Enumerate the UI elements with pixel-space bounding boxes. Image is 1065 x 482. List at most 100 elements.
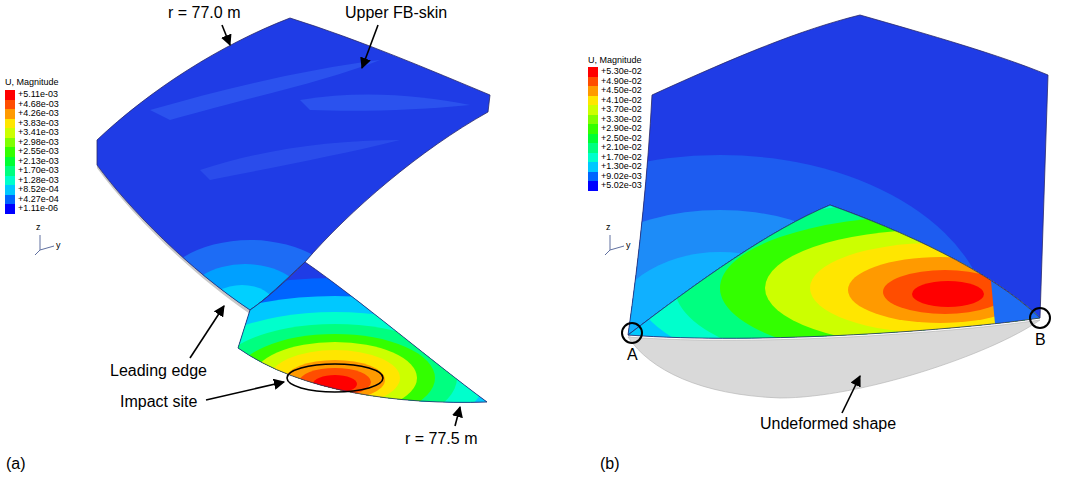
- legend-row: +4.10e-02: [588, 96, 642, 106]
- legend-row: +2.98e-03: [5, 138, 59, 148]
- axis-label: y: [626, 240, 631, 250]
- legend-swatch: [588, 172, 598, 182]
- legend-row: +4.26e-03: [5, 109, 59, 119]
- legend-value: +1.70e-03: [18, 166, 59, 176]
- legend-swatch: [588, 67, 598, 77]
- legend-value: +1.28e-03: [18, 176, 59, 186]
- leader-arrow: [190, 306, 224, 358]
- panel-b-blade: [450, 10, 1065, 482]
- legend-value: +1.70e-02: [601, 153, 642, 163]
- legend-value: +2.10e-02: [601, 143, 642, 153]
- legend-swatch: [588, 96, 598, 106]
- legend-value: +2.55e-03: [18, 147, 59, 157]
- leader-arrows-a: [190, 25, 460, 426]
- legend-value: +3.30e-02: [601, 115, 642, 125]
- legend-value: +5.30e-02: [601, 67, 642, 77]
- legend-row: +4.27e-04: [5, 195, 59, 205]
- legend-swatch: [5, 138, 15, 148]
- legend-row: +3.70e-02: [588, 105, 642, 115]
- legend-row: +1.30e-02: [588, 162, 642, 172]
- legend-swatch: [588, 124, 598, 134]
- legend-swatch: [5, 166, 15, 176]
- legend-row: +5.30e-02: [588, 67, 642, 77]
- legend-swatch: [588, 181, 598, 191]
- lower-skin-contour: [590, 168, 1065, 408]
- legend-row: +2.50e-02: [588, 134, 642, 144]
- legend-row: +3.30e-02: [588, 115, 642, 125]
- leader-arrow: [455, 407, 460, 426]
- legend-value: +4.90e-02: [601, 77, 642, 87]
- legend-row: +2.55e-03: [5, 147, 59, 157]
- axis-triad-b: [605, 235, 624, 255]
- legend-row: +1.11e-06: [5, 204, 58, 214]
- axis-label: z: [36, 222, 41, 232]
- legend-row: +2.10e-02: [588, 143, 642, 153]
- radius-label: r = 77.0 m: [168, 4, 240, 22]
- legend-value: +4.68e-03: [18, 100, 59, 110]
- legend-value: +4.50e-02: [601, 86, 642, 96]
- legend-row: +4.50e-02: [588, 86, 642, 96]
- leader-arrow: [842, 376, 860, 413]
- legend-value: +1.30e-02: [601, 162, 642, 172]
- impact-site-ring: [287, 364, 383, 392]
- leader-arrow: [206, 382, 284, 400]
- axis-label: y: [56, 240, 61, 250]
- legend-value: +9.02e-03: [601, 172, 642, 182]
- legend-swatch: [5, 100, 15, 110]
- axis-label: z: [606, 222, 611, 232]
- part-label: Upper FB-skin: [345, 4, 447, 22]
- legend-swatch: [588, 162, 598, 172]
- legend-swatch: [588, 153, 598, 163]
- legend-row: +2.90e-02: [588, 124, 642, 134]
- legend-row: +4.90e-02: [588, 77, 642, 87]
- legend-row: +9.02e-03: [588, 172, 642, 182]
- legend-swatch: [5, 176, 15, 186]
- legend-row: +1.28e-03: [5, 176, 59, 186]
- legend-swatch: [5, 204, 15, 214]
- panel-label: (a): [6, 455, 26, 473]
- legend-swatch: [5, 195, 15, 205]
- legend-swatch: [5, 185, 15, 195]
- axis-triad-a: [35, 235, 54, 255]
- legend-row: +3.41e-03: [5, 128, 59, 138]
- point-marker: [622, 323, 642, 343]
- part-label: Leading edge: [110, 362, 207, 380]
- legend-row: +5.02e-03: [588, 181, 642, 191]
- legend-swatch: [5, 157, 15, 167]
- legend-value: +8.52e-04: [18, 185, 59, 195]
- point-marker: [1030, 308, 1050, 328]
- legend-value: +3.70e-02: [601, 105, 642, 115]
- legend-row: +1.70e-02: [588, 153, 642, 163]
- legend-value: +2.13e-03: [18, 157, 59, 167]
- legend-swatch: [588, 105, 598, 115]
- legend-swatch: [588, 143, 598, 153]
- legend-swatch: [588, 134, 598, 144]
- point-label: A: [627, 346, 638, 364]
- legend-value: +2.98e-03: [18, 138, 59, 148]
- legend-value: +4.10e-02: [601, 96, 642, 106]
- legend-title: U, Magnitude: [588, 55, 642, 65]
- legend-value: +2.90e-02: [601, 124, 642, 134]
- legend-value: +4.27e-04: [18, 195, 59, 205]
- legend-value: +4.26e-03: [18, 109, 59, 119]
- legend-swatch: [588, 77, 598, 87]
- legend-swatch: [5, 119, 15, 129]
- legend-swatch: [588, 86, 598, 96]
- legend-row: +1.70e-03: [5, 166, 59, 176]
- legend-row: +2.13e-03: [5, 157, 59, 167]
- legend-row: +4.68e-03: [5, 100, 59, 110]
- legend-value: +5.11e-03: [18, 90, 58, 100]
- lower-skin-contour: [105, 255, 565, 478]
- legend-row: +8.52e-04: [5, 185, 59, 195]
- legend-swatch: [5, 109, 15, 119]
- legend-title: U, Magnitude: [5, 77, 59, 87]
- panel-a-blade: [35, 10, 565, 478]
- part-label: Impact site: [120, 393, 197, 411]
- panel-label: (b): [600, 455, 620, 473]
- legend-value: +3.83e-03: [18, 119, 59, 129]
- legend-swatch: [5, 128, 15, 138]
- legend-swatch: [5, 147, 15, 157]
- point-label: B: [1035, 331, 1046, 349]
- part-label: Undeformed shape: [760, 415, 896, 433]
- legend-row: +5.11e-03: [5, 90, 58, 100]
